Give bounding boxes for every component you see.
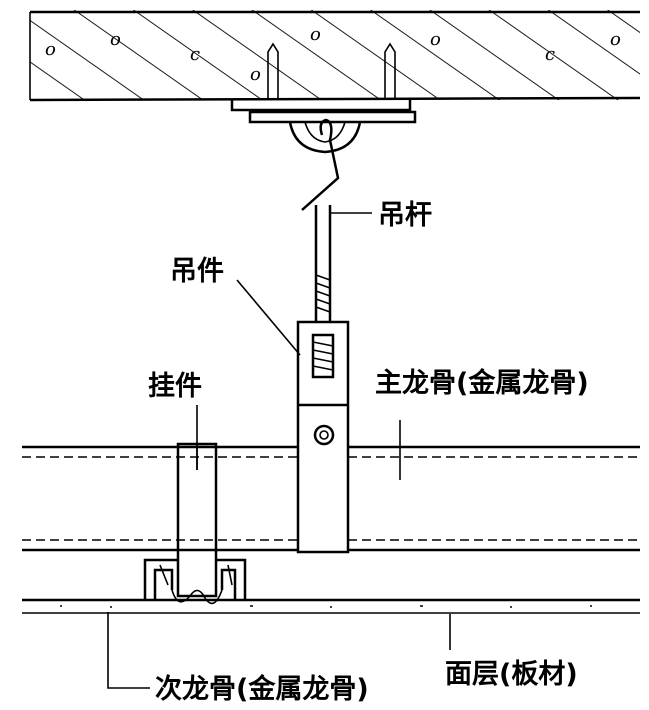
ceiling-bracket [230, 100, 417, 154]
hanger-piece [296, 320, 350, 554]
main-keel [22, 445, 640, 552]
hanger-rod [301, 118, 340, 322]
svg-text:o: o [430, 29, 441, 50]
svg-text:o: o [250, 64, 261, 85]
svg-text:c: c [545, 44, 555, 65]
label-main-keel: 主龙骨(金属龙骨) [375, 367, 589, 399]
leader-lines [107, 212, 451, 689]
label-surface-layer: 面层(板材) [445, 659, 578, 690]
svg-text:o: o [610, 29, 621, 50]
label-secondary-keel: 次龙骨(金属龙骨) [155, 673, 369, 705]
concrete-slab: o o c o o c o o [29, 10, 641, 102]
label-hanger: 吊件 [170, 256, 224, 287]
label-hanger-rod: 吊杆 [378, 200, 432, 231]
svg-text:c: c [190, 44, 200, 65]
surface-board [22, 598, 640, 614]
label-hook-piece: 挂件 [148, 371, 202, 402]
svg-text:o: o [310, 24, 321, 45]
svg-text:o: o [45, 39, 56, 60]
secondary-keel [143, 558, 247, 605]
svg-text:o: o [110, 29, 121, 50]
anchor-bolts [267, 42, 396, 100]
